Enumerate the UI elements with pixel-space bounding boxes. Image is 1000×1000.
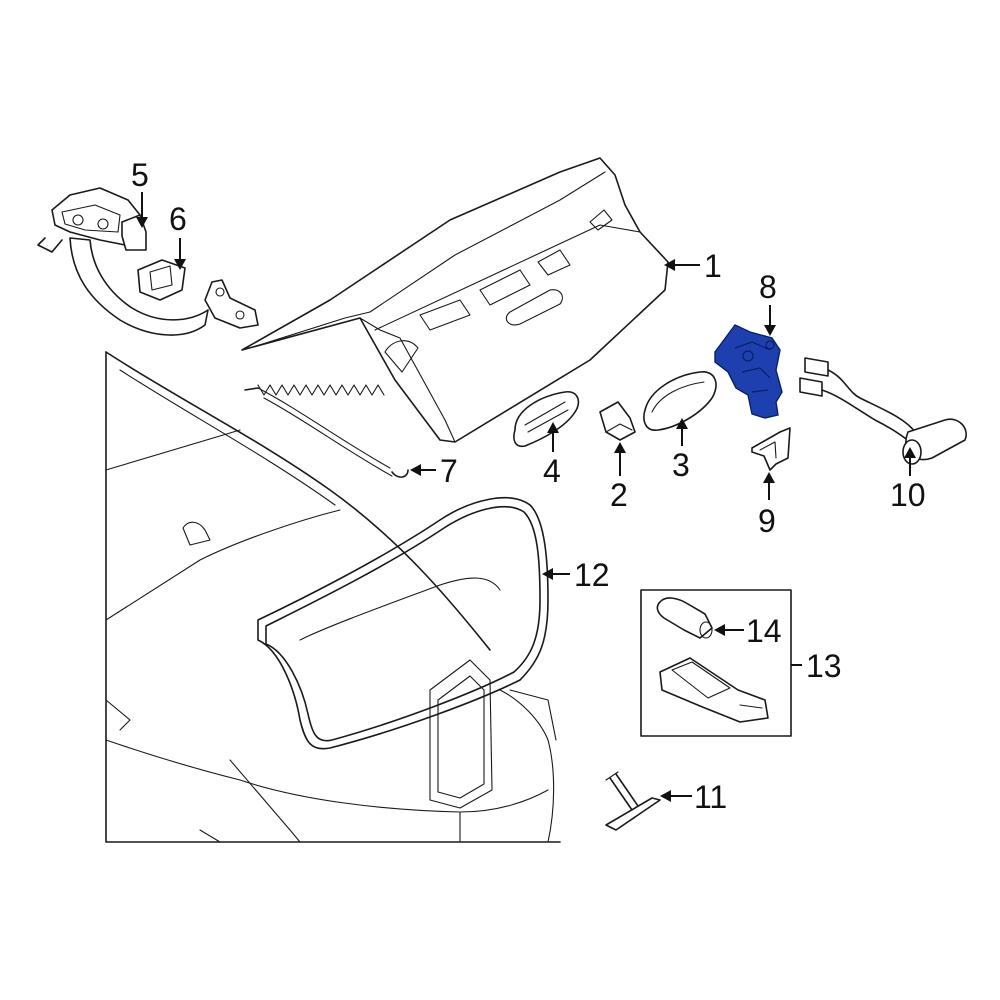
callout-label-1: 1 [704,248,722,284]
torsion-spring-part[interactable] [244,384,409,478]
bumper-stop-part[interactable] [599,401,636,441]
callout-label-3: 3 [672,447,690,483]
latch-body [714,324,783,419]
callout-label-5: 5 [131,157,149,193]
car-body-outline [105,351,561,843]
callout-label-13: 13 [806,648,842,684]
callout-label-8: 8 [759,269,777,305]
callout-label-14: 14 [746,613,782,649]
lock-tool-part[interactable] [605,771,661,831]
callout-label-11: 11 [694,779,727,815]
trunk-handle-part[interactable] [513,391,580,448]
license-lamp-assembly-part[interactable] [640,589,792,737]
callout-label-7: 7 [440,453,458,489]
latch-striker-part[interactable] [751,427,791,471]
callout-group: 1 2 3 4 5 6 7 8 9 10 [131,157,926,815]
trunk-lid-part[interactable] [241,157,669,443]
callout-label-4: 4 [543,453,561,489]
hinge-bracket-part[interactable] [137,259,186,301]
callout-label-9: 9 [758,503,776,539]
trim-cover-part[interactable] [643,371,717,431]
trunk-weatherstrip-part[interactable] [257,497,549,750]
wiring-harness-part[interactable] [799,357,967,465]
callout-label-2: 2 [610,477,628,513]
trunk-hinge-part[interactable] [37,187,259,336]
callout-label-12: 12 [574,557,610,593]
trunk-latch-part[interactable] [714,324,783,419]
license-lamp-bulb-part[interactable] [656,597,713,639]
callout-label-10: 10 [890,477,926,513]
callout-label-6: 6 [169,201,187,237]
